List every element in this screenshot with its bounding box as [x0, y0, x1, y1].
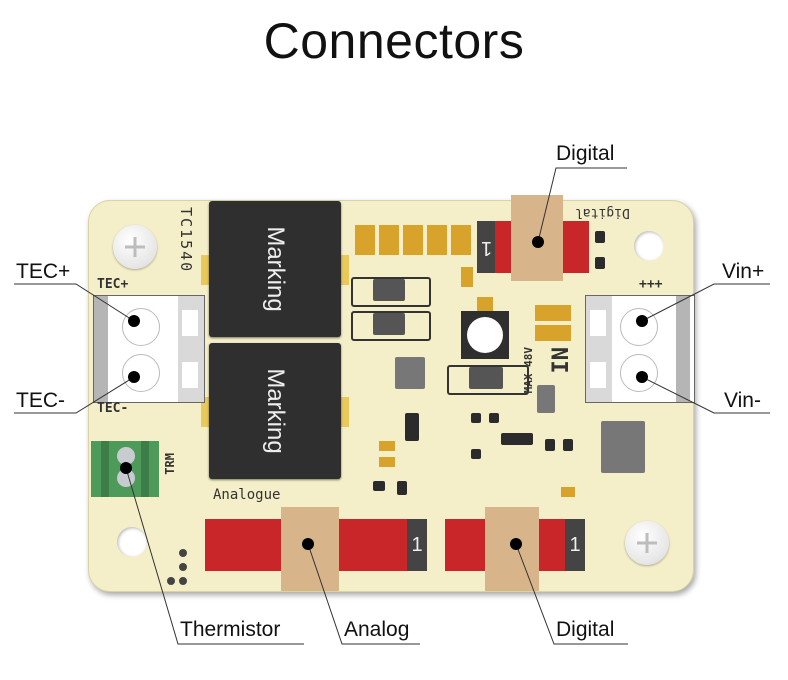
- digital-top-point: [532, 236, 544, 248]
- page-title: Connectors: [263, 13, 525, 69]
- vin-plus-point: [636, 315, 648, 327]
- tec-plus-screw-hole: [122, 308, 160, 346]
- plus-marks-silkscreen: +++: [639, 277, 663, 292]
- callout-vin-minus: Vin-: [724, 389, 761, 412]
- screw-bottom-right-icon: [625, 521, 669, 565]
- ic-right: [601, 421, 645, 473]
- vin-minus-point: [636, 371, 648, 383]
- ic-left: [395, 357, 425, 389]
- analog-point: [302, 538, 314, 550]
- inductor-top-label: Marking: [262, 226, 289, 312]
- analogue-silkscreen: Analogue: [213, 487, 281, 503]
- mounting-hole-bottom-left: [117, 527, 147, 557]
- digital-top-pin1-marker: 1: [477, 221, 497, 273]
- inductor-top: Marking: [209, 201, 341, 337]
- in-silkscreen: IN: [549, 347, 574, 374]
- analog-pin1-marker: 1: [407, 519, 427, 571]
- callout-analog: Analog: [344, 618, 410, 641]
- model-silkscreen: TC1540: [177, 207, 195, 274]
- digital-bottom-pin1-marker: 1: [565, 519, 585, 571]
- pcb-board: TC1540 Marking Marking TEC+ TEC- TRM Ana…: [88, 195, 695, 592]
- vin-plus-screw-hole: [620, 308, 658, 346]
- screw-top-left-icon: [113, 225, 157, 269]
- digital-silkscreen: Digital: [575, 205, 630, 220]
- thermistor-point: [120, 462, 132, 474]
- mounting-hole-top-right: [634, 231, 664, 261]
- tec-minus-point: [128, 371, 140, 383]
- inductor-bottom: Marking: [209, 343, 341, 479]
- digital-bottom-point: [510, 538, 522, 550]
- tec-terminal-block[interactable]: [93, 295, 205, 403]
- tec-plus-silkscreen: TEC+: [97, 277, 129, 292]
- tec-plus-point: [128, 315, 140, 327]
- inductor-bottom-label: Marking: [262, 368, 289, 454]
- callout-vin-plus: Vin+: [722, 260, 765, 283]
- callout-digital-top: Digital: [556, 142, 615, 165]
- callout-tec-minus: TEC-: [16, 389, 65, 412]
- callout-tec-plus: TEC+: [16, 260, 71, 283]
- vin-terminal-block[interactable]: [585, 295, 695, 403]
- callout-digital-bottom: Digital: [556, 618, 615, 641]
- tec-minus-silkscreen: TEC-: [97, 401, 129, 416]
- callout-thermistor: Thermistor: [180, 618, 281, 641]
- tec-minus-screw-hole: [122, 354, 160, 392]
- trm-silkscreen: TRM: [163, 453, 177, 475]
